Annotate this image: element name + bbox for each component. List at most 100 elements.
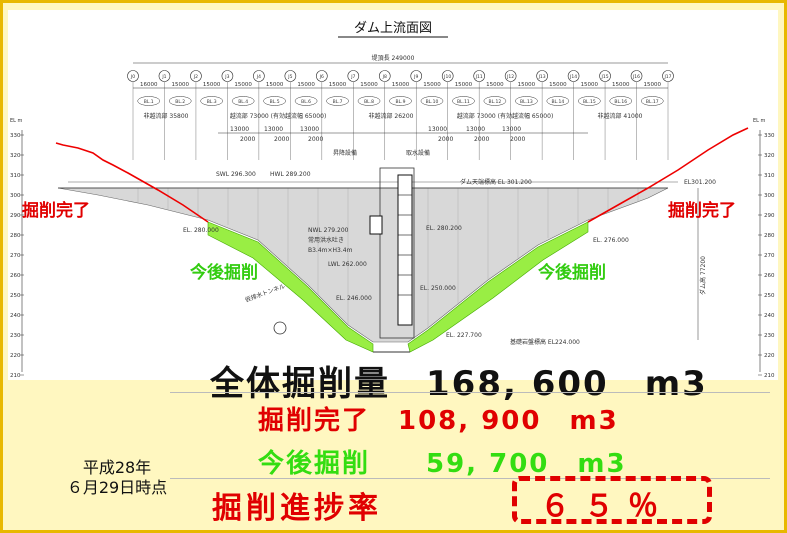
block-label: BL.17 <box>646 99 659 105</box>
joint-label: J16 <box>632 74 640 80</box>
spacing-label: 15000 <box>423 82 441 88</box>
joint-circle <box>536 70 548 82</box>
elevation-tick-right: 270 <box>764 253 775 259</box>
block-label: BL.8 <box>364 99 374 105</box>
el-axis-label-right: EL m <box>753 118 766 124</box>
elevation-tick-right: 310 <box>764 173 775 179</box>
joint-circle <box>473 70 485 82</box>
block-oval <box>641 96 664 106</box>
elevation-tick-right: 330 <box>764 133 775 139</box>
block-oval <box>578 96 601 106</box>
joint-label: J10 <box>443 74 451 80</box>
spacing-label: 15000 <box>234 82 252 88</box>
block-label: BL.6 <box>301 99 311 105</box>
diversion-tunnel <box>273 321 287 335</box>
left-done-label: 掘削完了 <box>22 200 90 221</box>
foundation-label: 基礎岩盤標高 EL224.000 <box>510 338 580 346</box>
joint-label: J17 <box>663 74 671 80</box>
elevation-tick-right: 250 <box>764 293 775 299</box>
el-axis-label-left: EL m <box>10 118 23 124</box>
sub-dim-2: 13000 <box>264 126 283 133</box>
diagram-title: ダム上流面図 <box>354 21 432 36</box>
block-oval <box>483 96 507 106</box>
as-of-year: 平成28年 <box>82 458 152 477</box>
joint-circle <box>378 70 391 82</box>
left-excavated-line <box>55 142 209 223</box>
lwl-label: LWL 262.000 <box>328 261 367 268</box>
elevation-tick-right: 220 <box>764 353 775 359</box>
spacing-label: 15000 <box>360 82 378 88</box>
sub-dim-3: 13000 <box>300 126 319 133</box>
elevation-tick-left: 250 <box>10 293 21 299</box>
sub-dim-10: 2000 <box>438 136 453 143</box>
right-excavated-line <box>587 127 749 223</box>
spacing-label: 15000 <box>612 82 630 88</box>
sub-dim-7: 2000 <box>240 136 255 143</box>
block-label: BL.2 <box>175 99 185 105</box>
elevation-tick-left: 320 <box>10 153 21 159</box>
el-280-label: EL. 280.000 <box>183 227 219 234</box>
block-oval <box>389 96 412 106</box>
joint-circle <box>127 70 139 82</box>
right-remaining-label: 今後掘削 <box>538 262 606 283</box>
gate-equipment-label: 昇降設備 <box>333 149 357 157</box>
joint-circle <box>410 70 423 82</box>
joint-label: J8 <box>382 74 387 80</box>
joint-circle <box>158 70 171 82</box>
spacing-label: 15000 <box>203 82 221 88</box>
block-label: BL.1 <box>144 99 154 105</box>
spacing-label: 16000 <box>140 82 158 88</box>
elevation-tick-left: 230 <box>10 333 21 339</box>
total-excavation: 全体掘削量 168, 600 m3 <box>210 364 708 404</box>
divider <box>170 478 770 479</box>
elevation-tick-left: 220 <box>10 353 21 359</box>
joint-circle <box>190 70 202 82</box>
progress-rate-box <box>512 476 712 524</box>
spacing-label: 15000 <box>171 82 189 88</box>
joint-label: J5 <box>287 74 292 80</box>
joint-label: J15 <box>601 74 609 80</box>
block-oval <box>546 96 570 106</box>
joint-label: J12 <box>506 74 514 80</box>
spacing-label: 15000 <box>297 82 315 88</box>
block-oval <box>609 96 633 106</box>
joint-circle <box>441 70 454 82</box>
sub-dim-1: 13000 <box>230 126 249 133</box>
block-label: BL.12 <box>489 99 502 105</box>
elevation-tick-right: 300 <box>764 193 775 199</box>
as-of-day: ６月29日時点 <box>66 478 168 497</box>
joint-circle <box>599 70 611 82</box>
joint-circle <box>662 70 674 82</box>
joint-circle <box>347 70 360 82</box>
elevation-tick-right: 230 <box>764 333 775 339</box>
crest-length-label: 堤頂長 249000 <box>372 54 415 62</box>
sub-dim-11: 2000 <box>474 136 489 143</box>
block-label: BL.15 <box>583 99 596 105</box>
excavation-done: 掘削完了 108, 900 m3 <box>258 406 619 436</box>
joint-label: J11 <box>475 74 483 80</box>
elevation-tick-left: 260 <box>10 273 21 279</box>
sub-dim-8: 2000 <box>274 136 289 143</box>
block-label: BL.3 <box>207 99 217 105</box>
joint-circle <box>221 70 234 82</box>
spillway-size-label: B3.4m×H3.4m <box>308 247 353 254</box>
block-oval <box>420 96 444 106</box>
section-right-non-overflow: 非越流部 41000 <box>598 112 643 120</box>
block-oval <box>263 96 286 106</box>
spacing-label: 15000 <box>518 82 536 88</box>
intake-tower <box>379 167 415 339</box>
spillway-label: 常用洪水吐き <box>308 236 344 244</box>
spillway-gate <box>369 215 383 235</box>
elevation-tick-right: 210 <box>764 373 775 379</box>
el-250-label: EL. 250.000 <box>420 285 456 292</box>
joint-label: J2 <box>193 74 198 80</box>
sub-dim-4: 13000 <box>428 126 447 133</box>
joint-label: J6 <box>319 74 324 80</box>
hwl-label: HWL 289.200 <box>270 171 311 178</box>
sub-dim-9: 2000 <box>308 136 323 143</box>
joint-circle <box>567 70 580 82</box>
section-left-overflow: 越流部 73000 (有効越流幅 65000) <box>230 112 327 120</box>
joint-label: J1 <box>161 74 166 80</box>
excavation-remaining: 今後掘削 59, 700 m3 <box>258 449 627 479</box>
